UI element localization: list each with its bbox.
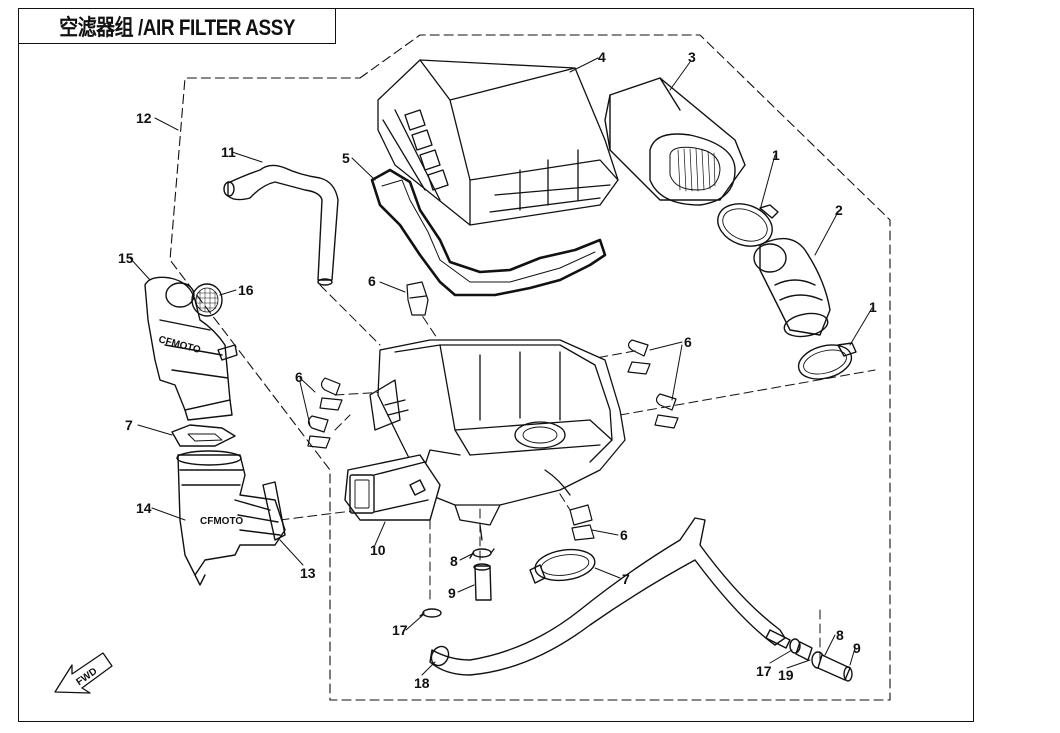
part-mark-lower: CFMOTO	[200, 516, 243, 527]
breather-hose	[223, 164, 339, 286]
callout-7-right: 7	[622, 571, 630, 587]
callout-14: 14	[136, 500, 152, 516]
callout-numbers: 4 3 12 11 5 1 2 15 16 6 1 6 6 7 14 10 6 …	[118, 49, 877, 691]
leader-lines	[129, 57, 873, 676]
drain-tube-center	[473, 563, 492, 601]
callout-1-upper: 1	[772, 147, 780, 163]
callout-1-lower: 1	[869, 299, 877, 315]
callout-9-right: 9	[853, 640, 861, 656]
drain-fittings-right	[789, 638, 853, 682]
callout-8-right: 8	[836, 627, 844, 643]
callout-3: 3	[688, 49, 696, 65]
hose-clamp-lower	[797, 342, 857, 380]
filter-element	[604, 77, 746, 206]
air-box-cover	[377, 59, 619, 226]
callout-11: 11	[221, 144, 236, 160]
retaining-clips	[307, 281, 679, 541]
callout-6-right: 6	[684, 334, 692, 350]
intake-boot	[753, 237, 831, 338]
callout-4: 4	[598, 49, 606, 65]
callout-5: 5	[342, 150, 350, 166]
intake-duct-lower	[176, 450, 286, 586]
callout-16: 16	[238, 282, 254, 298]
fwd-arrow	[54, 652, 113, 694]
filter-screen	[191, 283, 223, 317]
callout-19: 19	[778, 667, 794, 683]
callout-9-center: 9	[448, 585, 456, 601]
callout-18: 18	[414, 675, 430, 691]
hose-clamp-upper	[717, 203, 779, 247]
air-box-housing	[369, 339, 626, 541]
duct-gasket-left	[171, 424, 236, 447]
callout-6-left: 6	[295, 369, 303, 385]
callout-12: 12	[136, 110, 152, 126]
callout-17-left: 17	[392, 622, 408, 638]
title-box: 空滤器组 /AIR FILTER ASSY	[18, 8, 336, 44]
drawing-frame	[18, 8, 974, 722]
callout-8-center: 8	[450, 553, 458, 569]
hose-clamp-large	[529, 548, 596, 584]
drain-hose	[429, 517, 791, 676]
callout-13: 13	[300, 565, 316, 581]
callout-7-left: 7	[125, 417, 133, 433]
callout-17-right: 17	[756, 663, 772, 679]
small-clip	[262, 481, 286, 541]
callout-6-bottom: 6	[620, 527, 628, 543]
callout-2: 2	[835, 202, 843, 218]
intake-snorkel	[344, 454, 441, 521]
diagram-title: 空滤器组 /AIR FILTER ASSY	[59, 15, 295, 40]
small-clamp-left	[419, 608, 442, 618]
assembly-boundary	[169, 34, 891, 701]
gasket	[370, 168, 607, 297]
callout-15: 15	[118, 250, 134, 266]
callout-6-top: 6	[368, 273, 376, 289]
intake-duct-upper	[144, 276, 238, 421]
callout-10: 10	[370, 542, 386, 558]
